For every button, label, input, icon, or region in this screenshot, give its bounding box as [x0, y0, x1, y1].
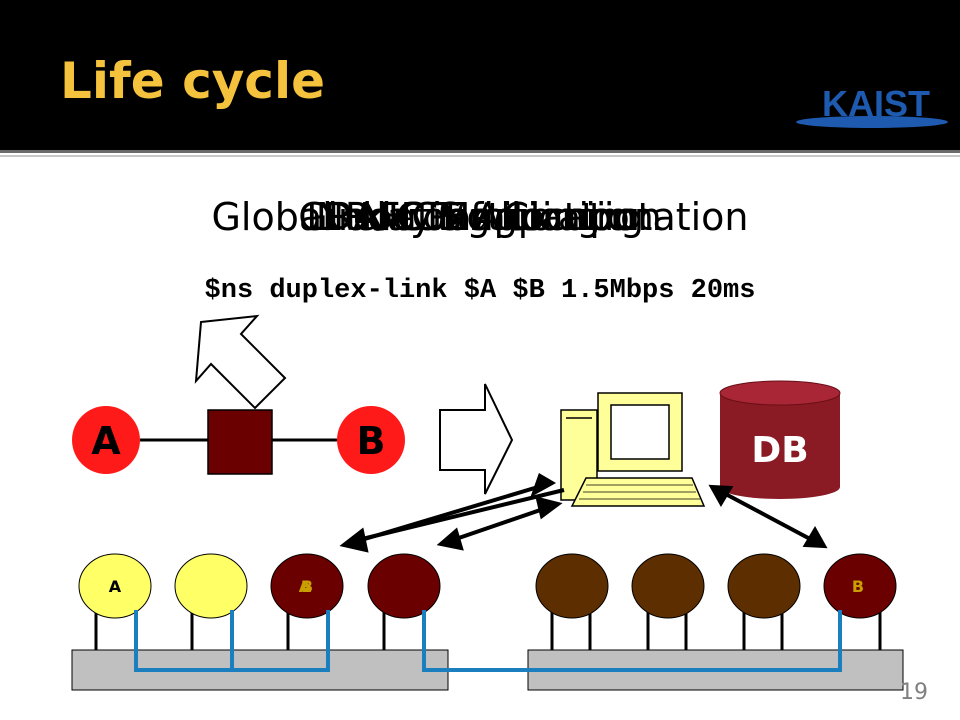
network-arrows [339, 473, 828, 553]
cluster-node-6 [631, 553, 705, 619]
overlay-text-3: NIC Mapping [359, 195, 601, 239]
cluster-node-1 [78, 553, 152, 619]
topology-diagram: A B [72, 406, 405, 475]
node-a-circle [72, 406, 140, 474]
page-number: 19 [900, 680, 928, 705]
slide-title: Life cycle [60, 52, 325, 110]
ns-command-line: $ns duplex-link $A $B 1.5Mbps 20ms [204, 276, 756, 306]
overlay-text-2: Node Partitioning [315, 195, 645, 239]
cluster-node-5 [535, 553, 609, 619]
kaist-logo: KAIST [796, 83, 948, 128]
node-b-circle [337, 406, 405, 474]
logo-swoosh [796, 116, 948, 128]
node-b-label: B [357, 419, 386, 463]
overlay-text-1: Global Routing Computation [211, 195, 749, 239]
header-divider-light [0, 155, 960, 157]
overlay-text-5: Link Configuration [306, 195, 654, 239]
pointer-outline-arrow-icon [194, 314, 287, 410]
cluster-node-3 [270, 553, 344, 619]
database-icon: DB [719, 380, 841, 499]
cluster-node-label-b: B [852, 577, 864, 596]
database-label: DB [751, 430, 808, 471]
cluster-node-4 [367, 553, 441, 619]
node-a-label: A [91, 419, 121, 463]
overlay-text-6: GRAFICS Allocation [298, 195, 662, 239]
header-divider [0, 150, 960, 153]
node-legs [94, 610, 882, 650]
blue-cables [134, 610, 842, 672]
cluster-node-2 [174, 553, 248, 619]
cluster-node-label-back: A [299, 577, 312, 596]
slide-header [0, 0, 960, 150]
computer-icon [560, 392, 706, 507]
cluster-node-label-a: A [109, 577, 122, 596]
link-box [207, 409, 273, 475]
cluster-node-8 [823, 553, 897, 619]
overlay-text-stack: Global Routing Computation Node Partitio… [0, 195, 960, 245]
right-outline-arrow-icon [439, 383, 514, 495]
overlay-text-4: Delay Emulation [323, 195, 637, 239]
logo-text: KAIST [822, 83, 930, 124]
cluster-node-7 [727, 553, 801, 619]
cluster-node-label-front: B [301, 577, 313, 596]
cluster-nodes [78, 553, 897, 619]
